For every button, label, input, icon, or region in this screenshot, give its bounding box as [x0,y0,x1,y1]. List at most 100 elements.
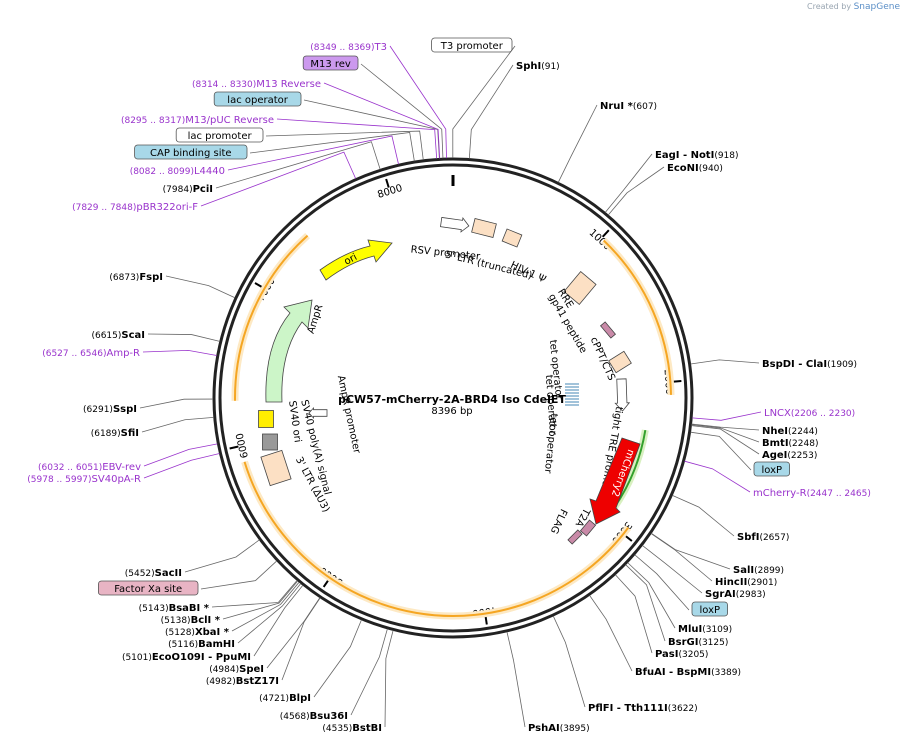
site-scai[interactable]: (6615)ScaI [91,330,220,342]
site-position: (5452) [125,569,155,579]
site-pbr322ori-f[interactable]: (7829 .. 7848)pBR322ori-F [72,151,357,213]
site-name: PasI [655,649,678,660]
site-ebv-rev[interactable]: (6032 .. 6051)EBV-rev [38,443,218,473]
site-bfuai-bspmi[interactable]: BfuAI - BspMI(3389) [589,595,741,678]
enzyme-label: PasI(3205) [655,649,708,660]
site-box [213,91,302,107]
site-name: SbfI [737,532,759,543]
site-sbfi[interactable]: SbfI(2657) [672,494,789,543]
ruler-tick [229,445,239,450]
site-position: (2901) [747,578,777,588]
site-bcli[interactable]: (5138)BclI * [161,580,299,626]
site-bstbi[interactable]: (4535)BstBI [322,630,394,734]
primer-label: (5978 .. 5997)SV40pA-R [27,474,141,485]
site-l4440[interactable]: (8082 .. 8099)L4440 [130,135,399,177]
site-lac-promoter[interactable]: lac promoter [175,127,424,160]
site-name: BspDI - ClaI [762,359,827,370]
site-sv40pa-r[interactable]: (5978 .. 5997)SV40pA-R [27,453,220,485]
site-mcherry-r[interactable]: mCherry-R(2447 .. 2465) [684,460,871,499]
feature-label: ori [342,252,359,268]
feature-glyph [260,449,292,487]
feature-tet-operator[interactable]: tet operator [547,339,579,406]
site-mlui[interactable]: MluI(3109) [627,562,733,635]
site-econi[interactable]: EcoNI(940) [607,163,723,216]
site-leader-line [200,560,278,590]
site-amp-r[interactable]: (6527 .. 6546)Amp-R [42,348,217,359]
site-sfii[interactable]: (6189)SfiI [91,416,214,439]
site-hincii[interactable]: HincII(2901) [650,533,777,588]
site-m13-puc-reverse[interactable]: (8295 .. 8317)M13/pUC Reverse [121,115,438,159]
site-position: (8082 .. 8099) [130,167,194,177]
site-nrui[interactable]: NruI *(607) [557,101,657,183]
site-position: (3109) [702,625,732,635]
site-bsrgi[interactable]: BsrGI(3125) [625,564,729,648]
site-nhei[interactable]: NheI(2244) [691,423,818,437]
site-bamhi[interactable]: (5116)BamHI [168,583,302,650]
site-leader-line [165,275,236,299]
enzyme-label: BspDI - ClaI(1909) [762,359,857,370]
feature-tet-operator[interactable]: tet operator [542,413,559,475]
site-sgrai[interactable]: SgrAI(2983) [642,545,766,600]
site-t3[interactable]: (8349 .. 8369)T3 [310,42,447,159]
site-spei[interactable]: (4984)SpeI [209,597,321,675]
site-m13-reverse[interactable]: (8314 .. 8330)M13 Reverse [192,79,441,159]
site-sacii[interactable]: (5452)SacII [125,539,260,579]
site-lncx[interactable]: LNCX(2206 .. 2230) [692,408,855,421]
site-eagi-noti[interactable]: EagI - NotI(918) [604,150,739,213]
site-name: T3 [374,42,387,53]
site-position: (6873) [109,273,139,283]
watermark-prefix: Created by [807,2,852,11]
site-sphi[interactable]: SphI(91) [468,61,560,159]
site-name: BsaBI * [169,603,210,614]
site-position: (4721) [259,694,289,704]
site-agei[interactable]: AgeI(2253) [691,425,817,461]
feature-cppt-cts[interactable]: cPPT/CTS [588,336,632,383]
site-fspi[interactable]: (6873)FspI [109,272,236,299]
site-xbai[interactable]: (5128)XbaI * [165,581,300,638]
site-ecoo109i-ppumi[interactable]: (5101)EcoO109I - PpuMI [122,585,304,663]
enzyme-label: BsrGI(3125) [668,637,728,648]
site-box-label: lac promoter [188,131,253,142]
enzyme-label: EcoNI(940) [667,163,723,174]
feature-hiv-1[interactable]: HIV-1 Ψ [501,228,548,286]
enzyme-label: SbfI(2657) [737,532,789,543]
site-loxp[interactable]: loxP [634,554,728,617]
site-pflfi-tth111i[interactable]: PflFI - Tth111I(3622) [552,615,698,714]
site-pcii[interactable]: (7984)PciI [163,141,381,195]
site-blpi[interactable]: (4721)BlpI [259,619,362,704]
site-cap-binding-site[interactable]: CAP binding site [134,132,415,162]
site-bsabi[interactable]: (5143)BsaBI * [139,580,298,614]
site-sspi[interactable]: (6291)SspI [83,398,214,415]
enzyme-label: (4535)BstBI [322,723,382,734]
feature-flag[interactable]: FLAG [548,507,583,545]
site-factor-xa-site[interactable]: Factor Xa site [98,560,278,596]
site-pshai[interactable]: PshAI(3895) [506,631,590,734]
site-name: PshAI [528,723,560,734]
site-position: (5101) [122,653,152,663]
site-position: (2899) [754,566,784,576]
site-position: (5128) [165,628,195,638]
backbone-inner-strand [218,163,688,633]
site-pasi[interactable]: PasI(3205) [615,574,708,660]
site-bmti[interactable]: BmtI(2248) [691,424,819,449]
feature-ori[interactable]: ori [319,239,393,281]
site-position: (2447 .. 2465) [807,489,871,499]
site-position: (3389) [711,668,741,678]
site-name: ScaI [121,330,145,341]
site-name: PflFI - Tth111I [588,703,668,714]
site-leader-line [265,130,424,160]
feature-tet-operator[interactable]: tet operator [543,374,558,436]
site-position: (2206 .. 2230) [791,409,855,419]
site-name: BstBI [352,723,382,734]
feature-ampr[interactable]: AmpR [265,299,326,403]
site-name: SfiI [121,428,139,439]
site-t3-promoter[interactable]: T3 promoter [431,37,516,159]
primer-label: (8349 .. 8369)T3 [310,42,387,53]
site-bspdi-clai[interactable]: BspDI - ClaI(1909) [690,359,857,370]
feature-glyph [608,350,632,374]
site-m13-rev[interactable]: M13 rev [302,55,444,159]
site-name: mCherry-R [753,488,807,499]
site-bsu36i[interactable]: (4568)Bsu36I [280,628,388,722]
site-loxp[interactable]: loxP [690,431,790,477]
enzyme-label: (5101)EcoO109I - PpuMI [122,652,251,663]
